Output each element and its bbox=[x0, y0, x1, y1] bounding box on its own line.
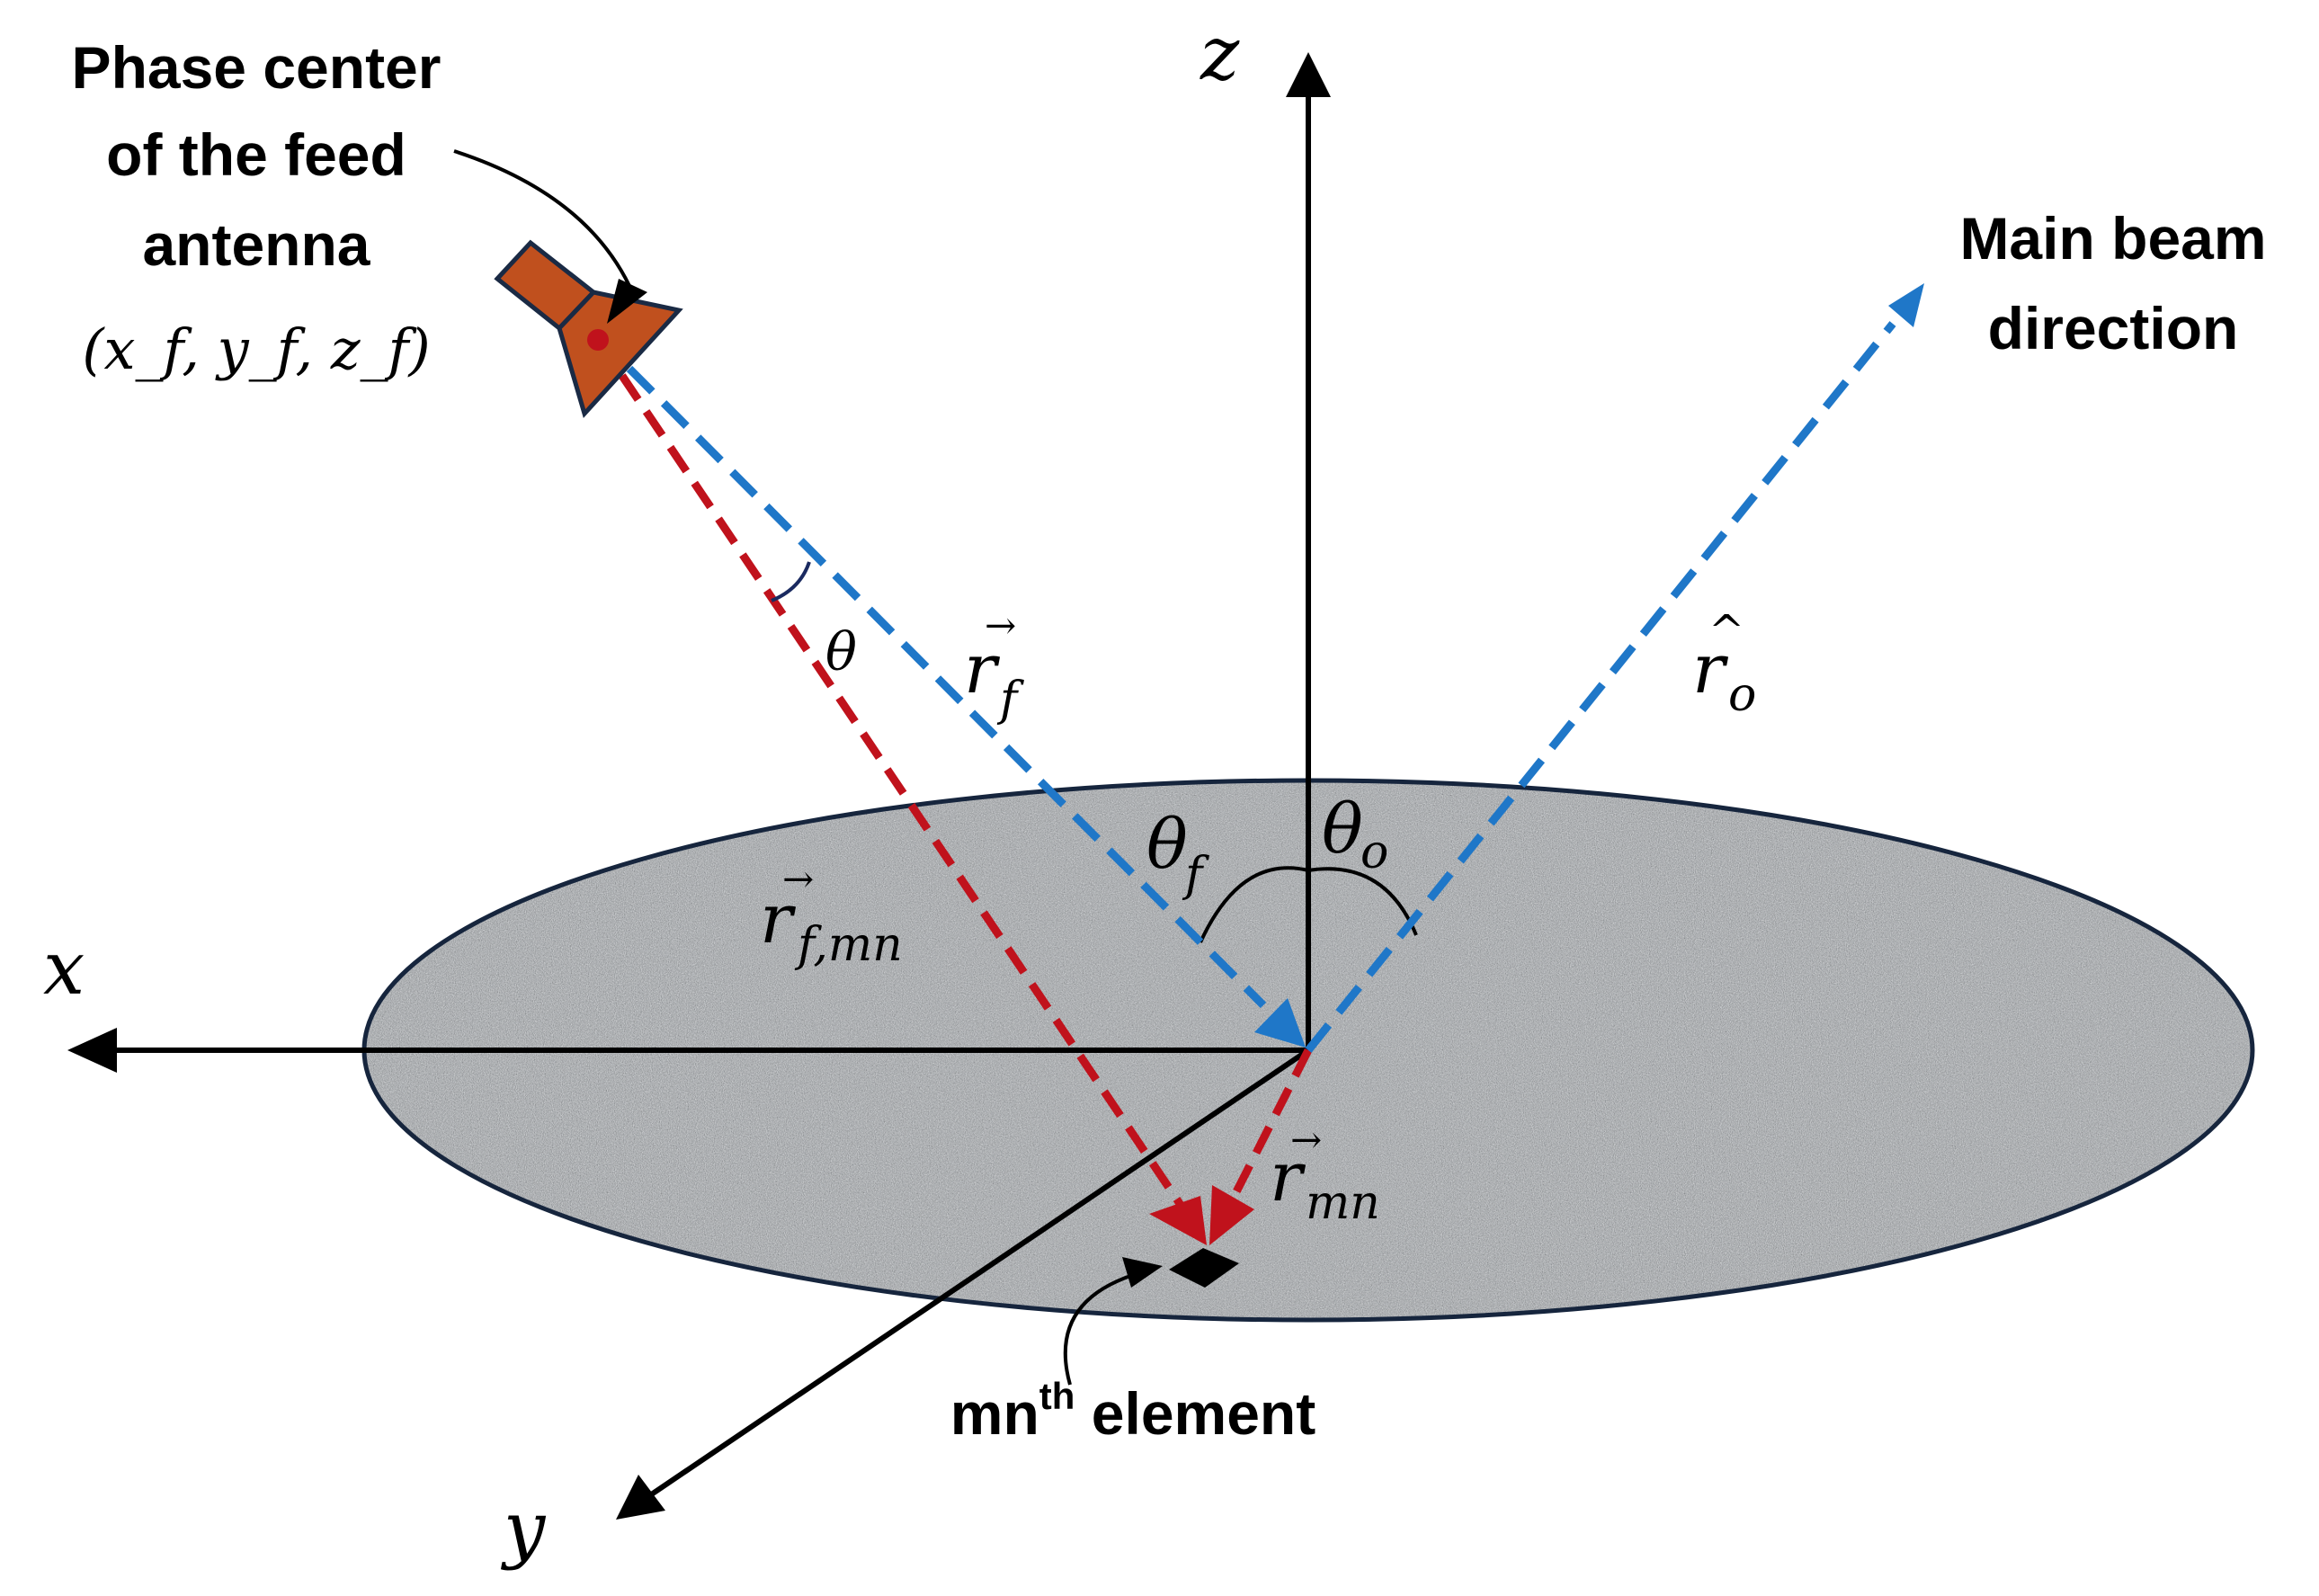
r-mn-label: → r mn bbox=[1270, 1118, 1380, 1230]
theta-f-arc bbox=[1199, 866, 1309, 943]
r-f-mn-ray bbox=[594, 337, 1195, 1224]
feed-callout-arrow bbox=[453, 149, 631, 287]
svg-text:f,mn: f,mn bbox=[794, 918, 903, 972]
r-f-arrowhead bbox=[1254, 998, 1306, 1048]
svg-text:f: f bbox=[996, 673, 1024, 727]
svg-text:→: → bbox=[1290, 1118, 1322, 1162]
theta-f-label: θ f bbox=[1146, 804, 1209, 902]
svg-text:→: → bbox=[985, 603, 1016, 647]
r-f-mn-label: → r f,mn bbox=[760, 857, 903, 972]
theta-arc bbox=[771, 561, 811, 602]
z-axis-label: z bbox=[1200, 12, 1240, 97]
r-o-ray bbox=[1305, 321, 1896, 1053]
feed-label-line1: Phase center bbox=[72, 34, 442, 101]
feed-coordinates: (x_f, y_f, z_f) bbox=[82, 317, 430, 382]
element-callout-arrow bbox=[1063, 1273, 1134, 1386]
svg-text:θ: θ bbox=[1146, 804, 1188, 884]
svg-text:r: r bbox=[760, 878, 797, 958]
r-mn-arrowhead bbox=[1209, 1185, 1254, 1245]
r-f-ray bbox=[626, 365, 1267, 1009]
feed-label-line3: antenna bbox=[142, 211, 370, 278]
x-axis-label: x bbox=[43, 926, 85, 1012]
svg-text:^: ^ bbox=[1708, 606, 1744, 656]
beam-label-line1: Main beam bbox=[1959, 205, 2266, 272]
svg-text:θ: θ bbox=[1322, 789, 1363, 869]
element-label: mnth element bbox=[950, 1375, 1316, 1447]
theta-o-label: θ o bbox=[1322, 789, 1388, 879]
r-o-arrowhead bbox=[1888, 283, 1924, 327]
svg-text:o: o bbox=[1728, 668, 1756, 722]
svg-text:r: r bbox=[1270, 1137, 1307, 1217]
theta-o-arc bbox=[1307, 867, 1418, 936]
feed-callout-arrowhead bbox=[607, 279, 647, 324]
element-callout-arrowhead bbox=[1122, 1257, 1163, 1288]
mn-element-square bbox=[1169, 1248, 1239, 1288]
y-axis-label: y bbox=[500, 1486, 547, 1572]
y-axis-arrowhead bbox=[616, 1475, 665, 1520]
svg-text:mn: mn bbox=[1306, 1176, 1380, 1230]
svg-text:→: → bbox=[782, 857, 814, 901]
theta-label: θ bbox=[825, 621, 857, 682]
z-axis-arrowhead bbox=[1286, 52, 1331, 97]
feed-horn-icon bbox=[494, 239, 683, 418]
feed-label-line2: of the feed bbox=[106, 121, 406, 188]
svg-text:r: r bbox=[1692, 629, 1729, 709]
r-mn-ray bbox=[1218, 1048, 1313, 1221]
r-f-mn-arrowhead bbox=[1149, 1196, 1207, 1245]
beam-label-line2: direction bbox=[1988, 295, 2239, 361]
svg-text:o: o bbox=[1360, 825, 1388, 879]
r-f-label: → r f bbox=[964, 603, 1024, 727]
r-o-label: ^ r o bbox=[1692, 606, 1756, 722]
x-axis-arrowhead bbox=[67, 1028, 117, 1073]
svg-text:r: r bbox=[964, 629, 1001, 709]
y-axis bbox=[646, 1048, 1310, 1500]
